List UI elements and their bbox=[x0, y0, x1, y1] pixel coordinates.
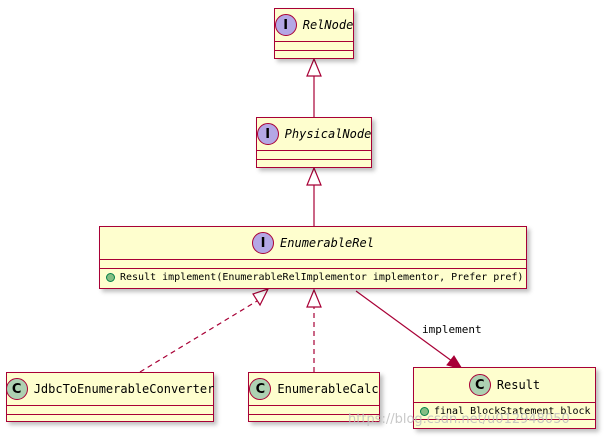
class-result: C Result final BlockStatement block bbox=[413, 367, 596, 429]
watermark-text: https://blog.csdn.net/u012948050 bbox=[348, 412, 570, 427]
inheritance-arrowhead bbox=[306, 57, 322, 77]
public-visibility-icon bbox=[106, 273, 115, 282]
class-badge-icon: C bbox=[5, 378, 28, 400]
class-name: JdbcToEnumerableConverter bbox=[33, 382, 215, 396]
attributes-compartment bbox=[257, 150, 371, 159]
class-name: EnumerableCalc bbox=[277, 382, 379, 396]
attributes-compartment bbox=[275, 41, 353, 50]
class-enumerablecalc: C EnumerableCalc bbox=[248, 372, 380, 422]
class-physicalnode: I PhysicalNode bbox=[256, 117, 372, 168]
methods-compartment bbox=[414, 419, 595, 420]
class-name: PhysicalNode bbox=[284, 127, 372, 141]
methods-compartment: Result implement(EnumerableRelImplemento… bbox=[100, 268, 526, 283]
field-row: final BlockStatement block bbox=[414, 406, 595, 417]
methods-compartment bbox=[257, 159, 371, 160]
class-name: Result bbox=[496, 378, 541, 392]
attributes-compartment bbox=[7, 405, 213, 414]
class-header: C JdbcToEnumerableConverter bbox=[5, 373, 215, 405]
realization-arrowhead bbox=[306, 288, 322, 308]
methods-compartment bbox=[275, 50, 353, 51]
attributes-compartment: final BlockStatement block bbox=[414, 402, 595, 419]
method-signature: Result implement(EnumerableRelImplemento… bbox=[120, 272, 524, 283]
edge-jdbc-implements-enumerablerel bbox=[139, 300, 258, 373]
edge-enumerablerel-to-result bbox=[355, 290, 457, 365]
class-name: RelNode bbox=[302, 18, 354, 32]
attributes-compartment bbox=[100, 259, 526, 268]
realization-arrowhead bbox=[252, 287, 270, 307]
class-enumerablerel: I EnumerableRel Result implement(Enumera… bbox=[99, 226, 527, 289]
class-relnode: I RelNode bbox=[274, 8, 354, 59]
class-jdbctoenumerableconverter: C JdbcToEnumerableConverter bbox=[5, 372, 215, 422]
class-header: I RelNode bbox=[274, 9, 354, 41]
implement-relation-label: implement bbox=[422, 323, 482, 336]
class-badge-icon: C bbox=[468, 374, 491, 396]
field-declaration: final BlockStatement block bbox=[434, 406, 591, 417]
method-row: Result implement(EnumerableRelImplemento… bbox=[100, 272, 526, 283]
methods-compartment bbox=[249, 414, 379, 415]
interface-badge-icon: I bbox=[252, 232, 275, 254]
interface-badge-icon: I bbox=[274, 14, 297, 36]
class-header: I PhysicalNode bbox=[256, 118, 372, 150]
methods-compartment bbox=[7, 414, 213, 415]
class-header: C Result bbox=[414, 368, 595, 402]
inheritance-arrowhead bbox=[306, 166, 322, 186]
public-visibility-icon bbox=[420, 407, 429, 416]
attributes-compartment bbox=[249, 405, 379, 414]
interface-badge-icon: I bbox=[256, 123, 279, 145]
class-name: EnumerableRel bbox=[280, 236, 374, 250]
class-header: I EnumerableRel bbox=[100, 227, 526, 259]
class-badge-icon: C bbox=[249, 378, 272, 400]
class-header: C EnumerableCalc bbox=[249, 373, 379, 405]
